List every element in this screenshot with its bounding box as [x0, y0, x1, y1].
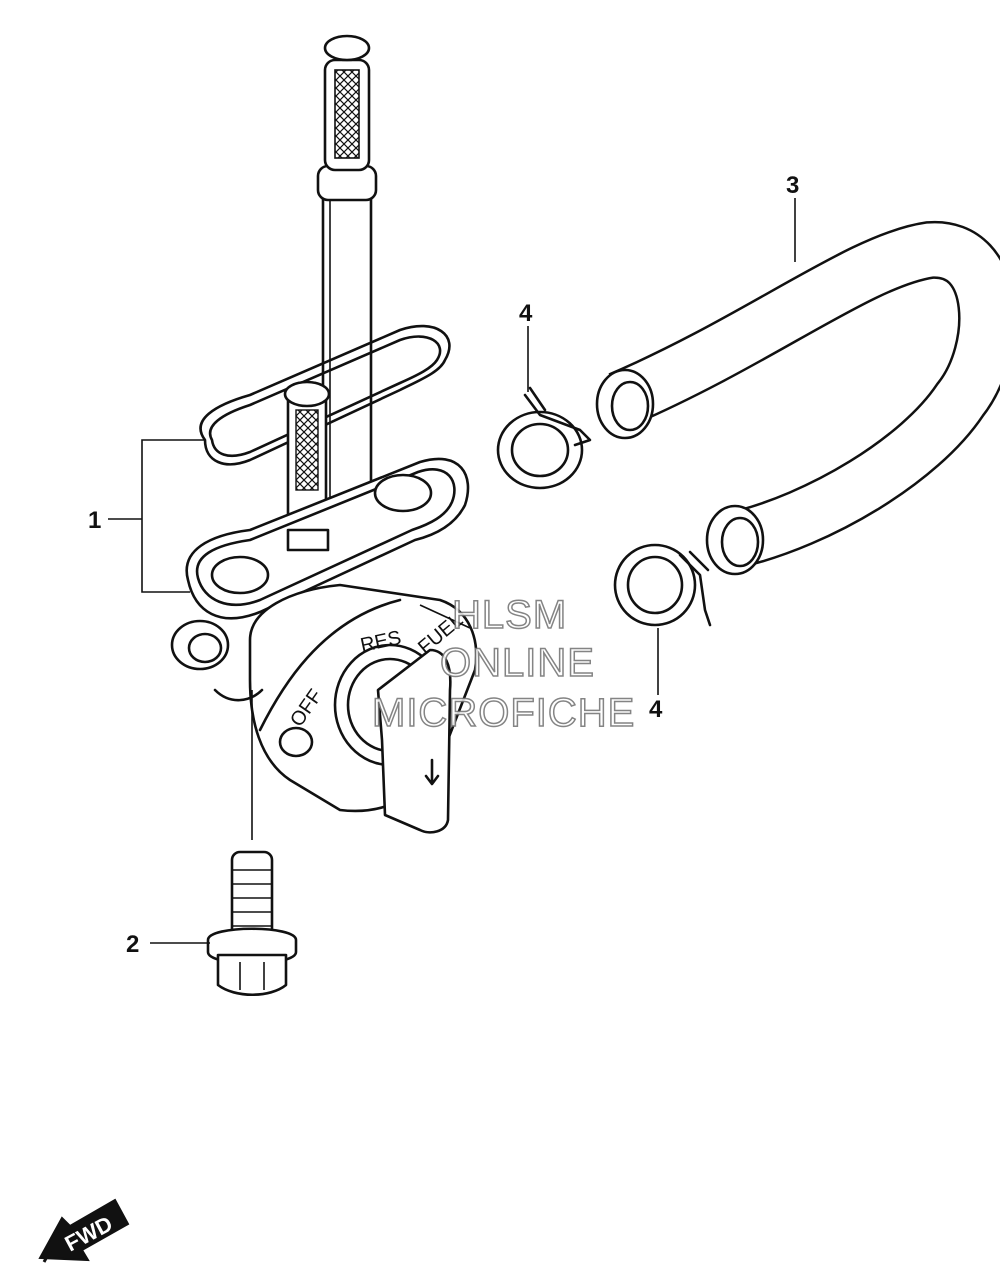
watermark-line-1: HLSM [452, 593, 567, 637]
hose-clip-upper [496, 386, 592, 490]
main-strainer-tube [316, 34, 378, 528]
fuel-cock-assembly: OFF RES FUEL [170, 34, 478, 834]
watermark-line-3: MICROFICHE [372, 691, 635, 735]
callout-3: 3 [786, 172, 799, 199]
watermark-line-2: ONLINE [440, 641, 595, 685]
callout-2: 2 [126, 931, 139, 958]
callout-4-upper: 4 [519, 300, 533, 327]
fuel-hose [595, 220, 1000, 576]
o-ring-gasket [199, 324, 451, 466]
mounting-flange [185, 457, 470, 620]
watermark: HLSM ONLINE MICROFICHE [371, 592, 635, 736]
callout-4-lower: 4 [649, 696, 663, 723]
valve-body [170, 583, 478, 834]
hose-clip-lower [613, 543, 712, 627]
leader-lines [108, 198, 796, 944]
fwd-direction-badge: FWD [38, 1198, 130, 1263]
callout-1: 1 [88, 507, 101, 534]
flange-bolt [206, 690, 298, 996]
